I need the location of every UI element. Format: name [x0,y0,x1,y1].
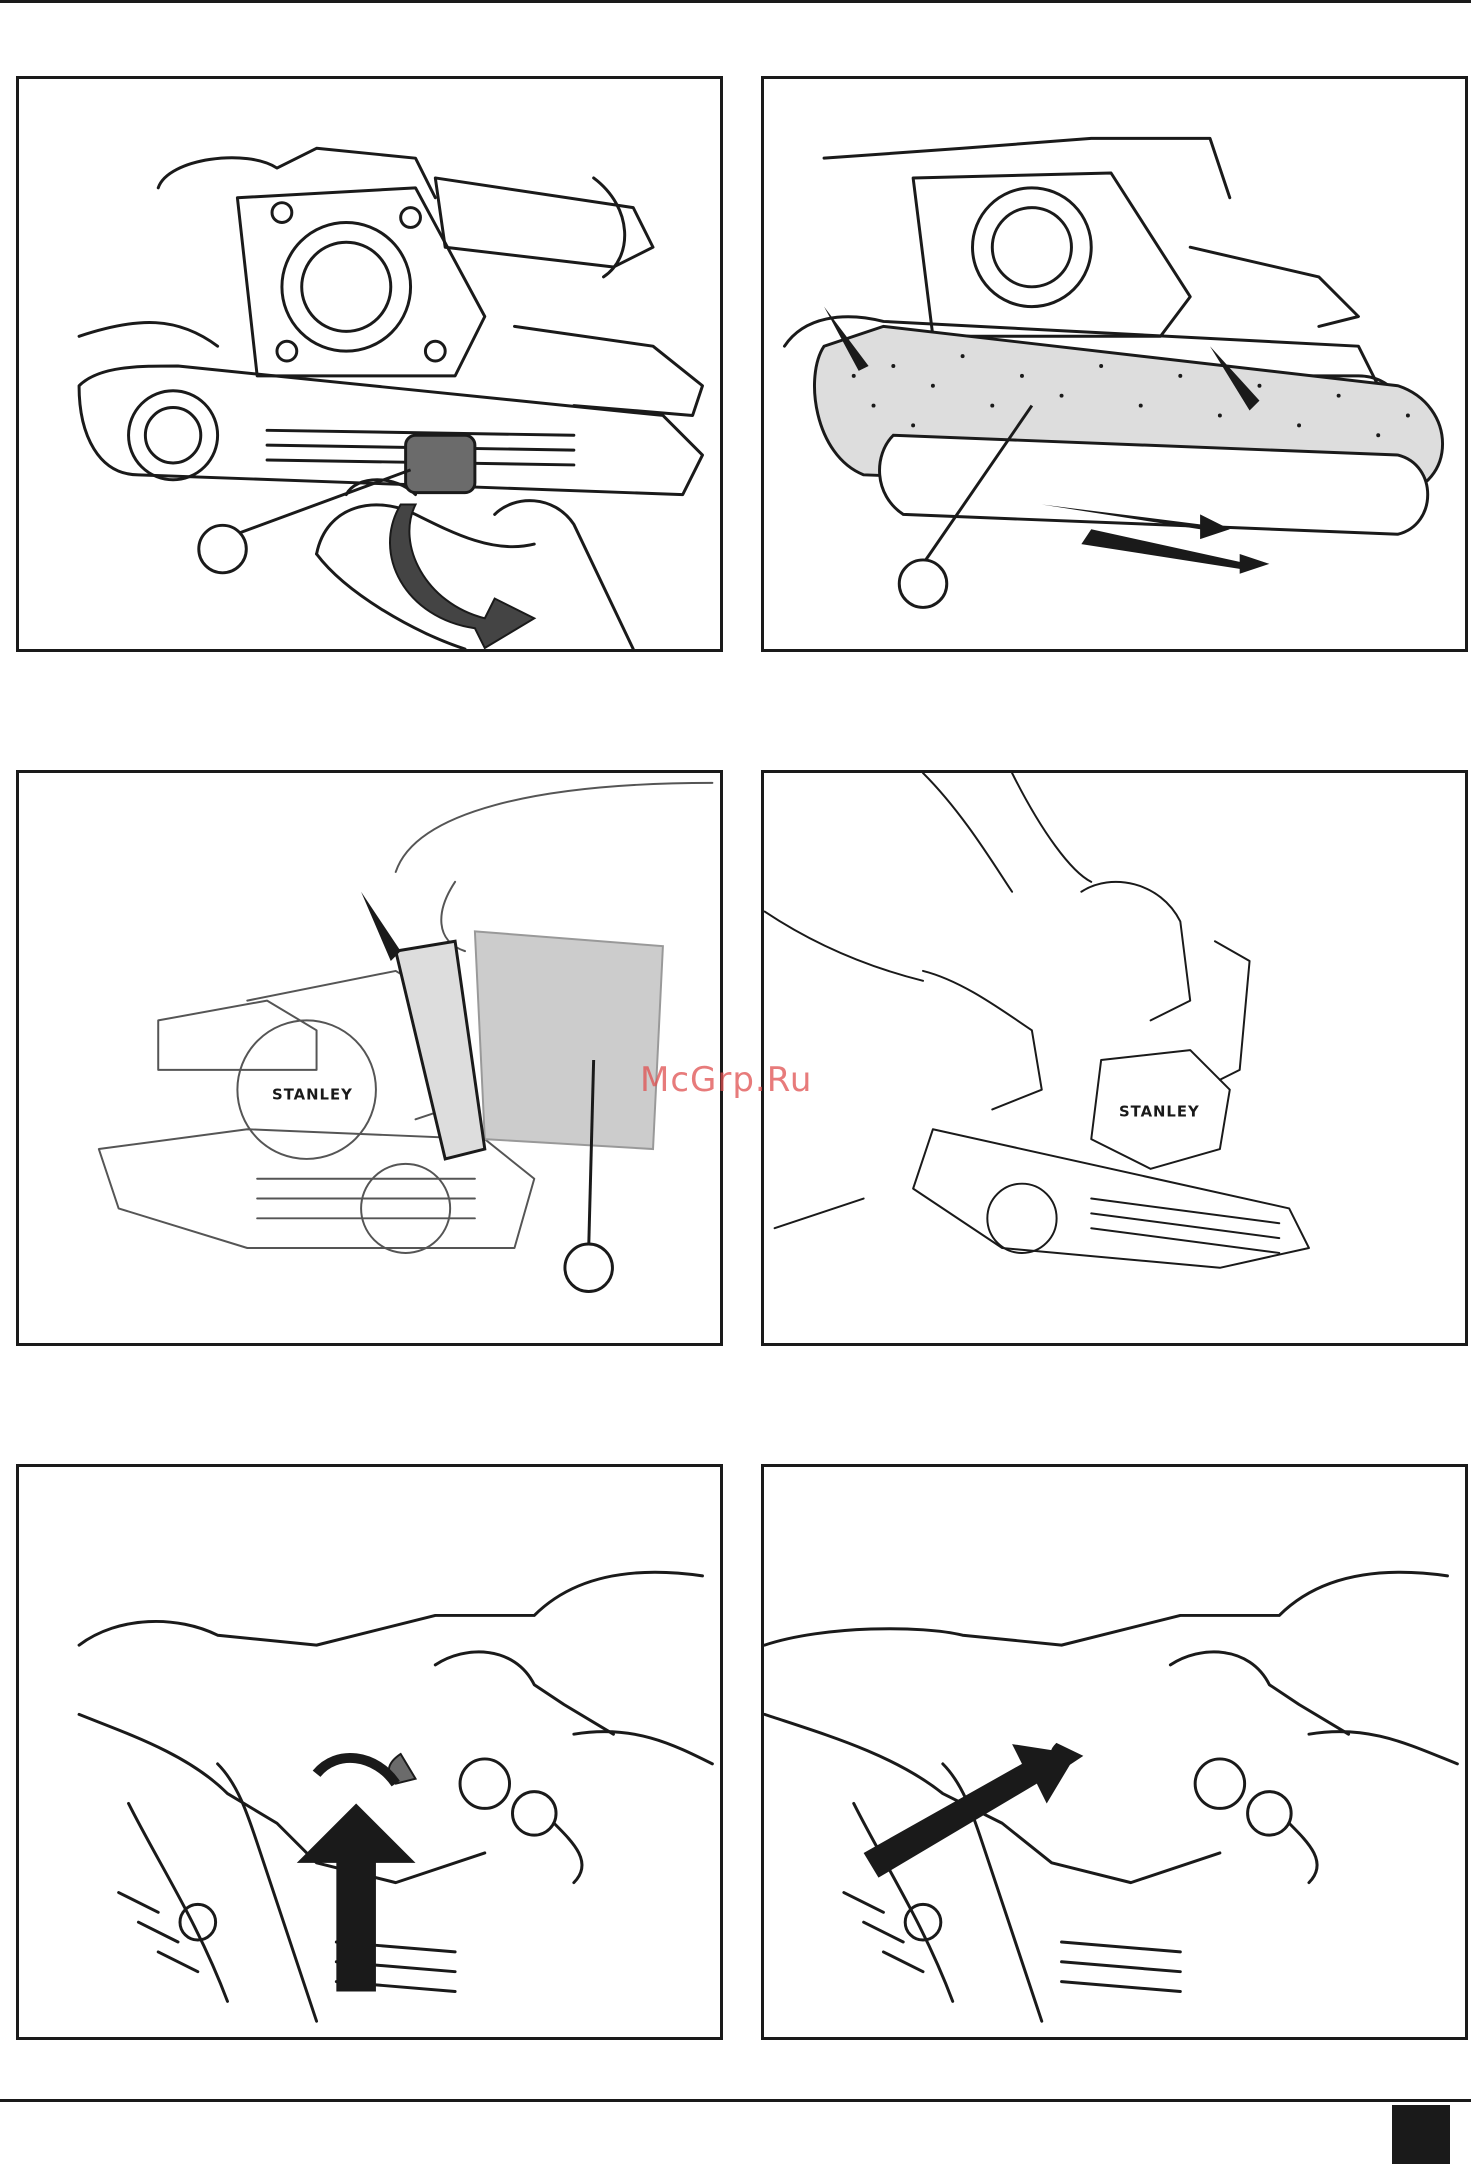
figure-panel-dust-bag-fitting: STANLEY [16,770,723,1346]
trigger-press-icon [317,1758,396,1784]
callout-circle [565,1244,613,1292]
arrow-up-icon [297,1803,416,1991]
dust-bag [475,931,663,1149]
figure-panel-side-handle-use: STANLEY [761,770,1468,1346]
sander-dustbag-illustration: STANLEY [19,773,720,1343]
dust-bag-clip [396,941,485,1159]
insert-arrow-icon [361,892,401,961]
direction-arrow-icon [1081,529,1269,574]
sander-switch-on-illustration [19,1467,720,2037]
sander-switch-lock-illustration [764,1467,1465,2037]
figure-panel-switch-on [16,1464,723,2040]
callout-circle [199,525,247,573]
brand-logo: STANLEY [1119,1103,1200,1120]
brand-logo: STANLEY [272,1087,353,1104]
sander-handle-illustration: STANLEY [764,773,1465,1343]
release-lever [406,435,475,492]
top-rule [0,0,1471,3]
figure-panel-belt-fitting [761,76,1468,652]
bottom-rule [0,2099,1471,2102]
watermark: McGrp.Ru [640,1060,812,1100]
figure-panel-switch-lock [761,1464,1468,2040]
callout-circle [899,560,947,608]
sander-lever-illustration [19,79,720,649]
page-tab-marker [1392,2105,1450,2164]
sander-belt-illustration [764,79,1465,649]
figure-panel-belt-lever-release [16,76,723,652]
